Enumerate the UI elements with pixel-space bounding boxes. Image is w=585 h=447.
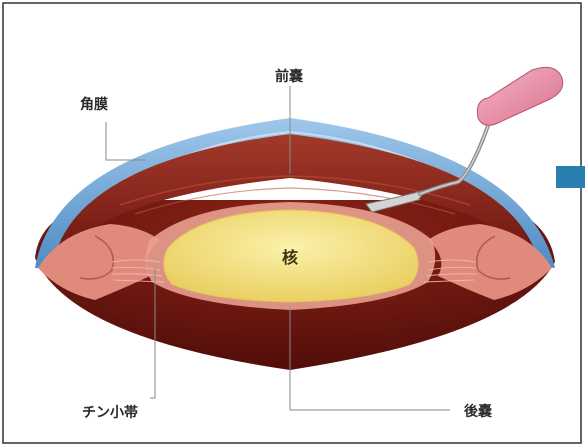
nucleus-label: 核 — [282, 244, 298, 268]
zonule-label: チン小帯 — [82, 402, 138, 422]
right-arrow-indicator — [556, 166, 585, 188]
cornea-label: 角膜 — [80, 94, 108, 114]
anterior-capsule-label: 前嚢 — [275, 66, 303, 86]
posterior-capsule-label: 後嚢 — [464, 401, 492, 421]
